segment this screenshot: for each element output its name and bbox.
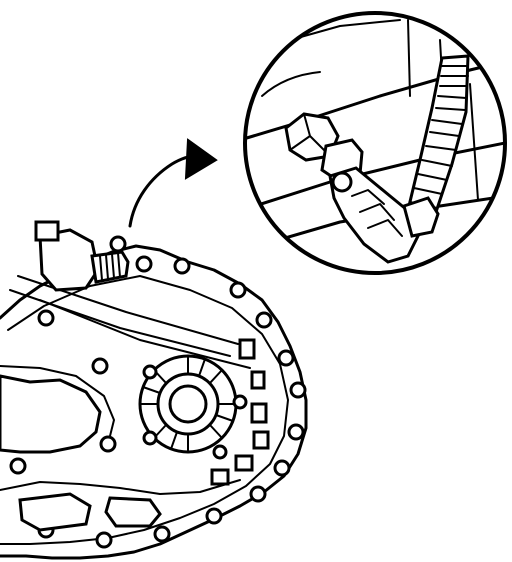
arrow-head <box>184 138 218 180</box>
pointer-arrow <box>128 138 218 228</box>
lower-flange <box>0 479 241 495</box>
bolt-boss <box>277 349 295 367</box>
lower-bracket <box>104 496 162 528</box>
bolt-boss <box>37 309 55 327</box>
connector-plug <box>328 166 422 264</box>
bolt-boss <box>109 235 127 253</box>
housing-fins <box>210 338 270 486</box>
bolt-boss <box>212 444 228 460</box>
bolt-boss <box>142 364 158 380</box>
lower-bracket <box>18 492 92 532</box>
block-edge <box>261 71 321 97</box>
bolt-boss <box>142 430 158 446</box>
terminal-clamp <box>402 196 440 238</box>
block-edge <box>469 83 479 201</box>
mount-cap <box>34 220 60 242</box>
bolt-boss <box>255 311 273 329</box>
bolt-boss <box>173 257 191 275</box>
bolt-bosses <box>9 235 307 549</box>
bolt-boss <box>9 457 27 475</box>
bolt-boss <box>95 531 113 549</box>
bolt-boss <box>287 423 305 441</box>
connector-latch <box>351 189 403 237</box>
callout-contents <box>245 19 505 264</box>
detail-callout <box>243 11 507 275</box>
connector-pin <box>331 171 353 193</box>
radial-ribs <box>139 355 237 453</box>
bolt-boss <box>135 255 153 273</box>
bolt-boss <box>91 357 109 375</box>
center-bore <box>168 384 208 424</box>
bolt-boss <box>229 281 247 299</box>
bolt-boss <box>289 381 307 399</box>
block-surface <box>245 138 505 214</box>
housing-rib <box>39 299 251 369</box>
bolt-boss <box>153 525 171 543</box>
sensor-thread <box>99 252 121 281</box>
transaxle-housing <box>0 220 308 560</box>
bolt-boss <box>99 435 117 453</box>
bolt-boss <box>273 459 291 477</box>
bolt-boss <box>205 507 223 525</box>
bolt-boss <box>232 394 248 410</box>
callout-border <box>243 11 507 275</box>
conduit-ribs <box>409 65 469 209</box>
bolt-boss <box>249 485 267 503</box>
sensor-mount <box>38 228 100 292</box>
housing-cutout <box>0 374 102 454</box>
speed-sensor <box>90 250 130 284</box>
housing-cutout-edge <box>0 365 115 445</box>
